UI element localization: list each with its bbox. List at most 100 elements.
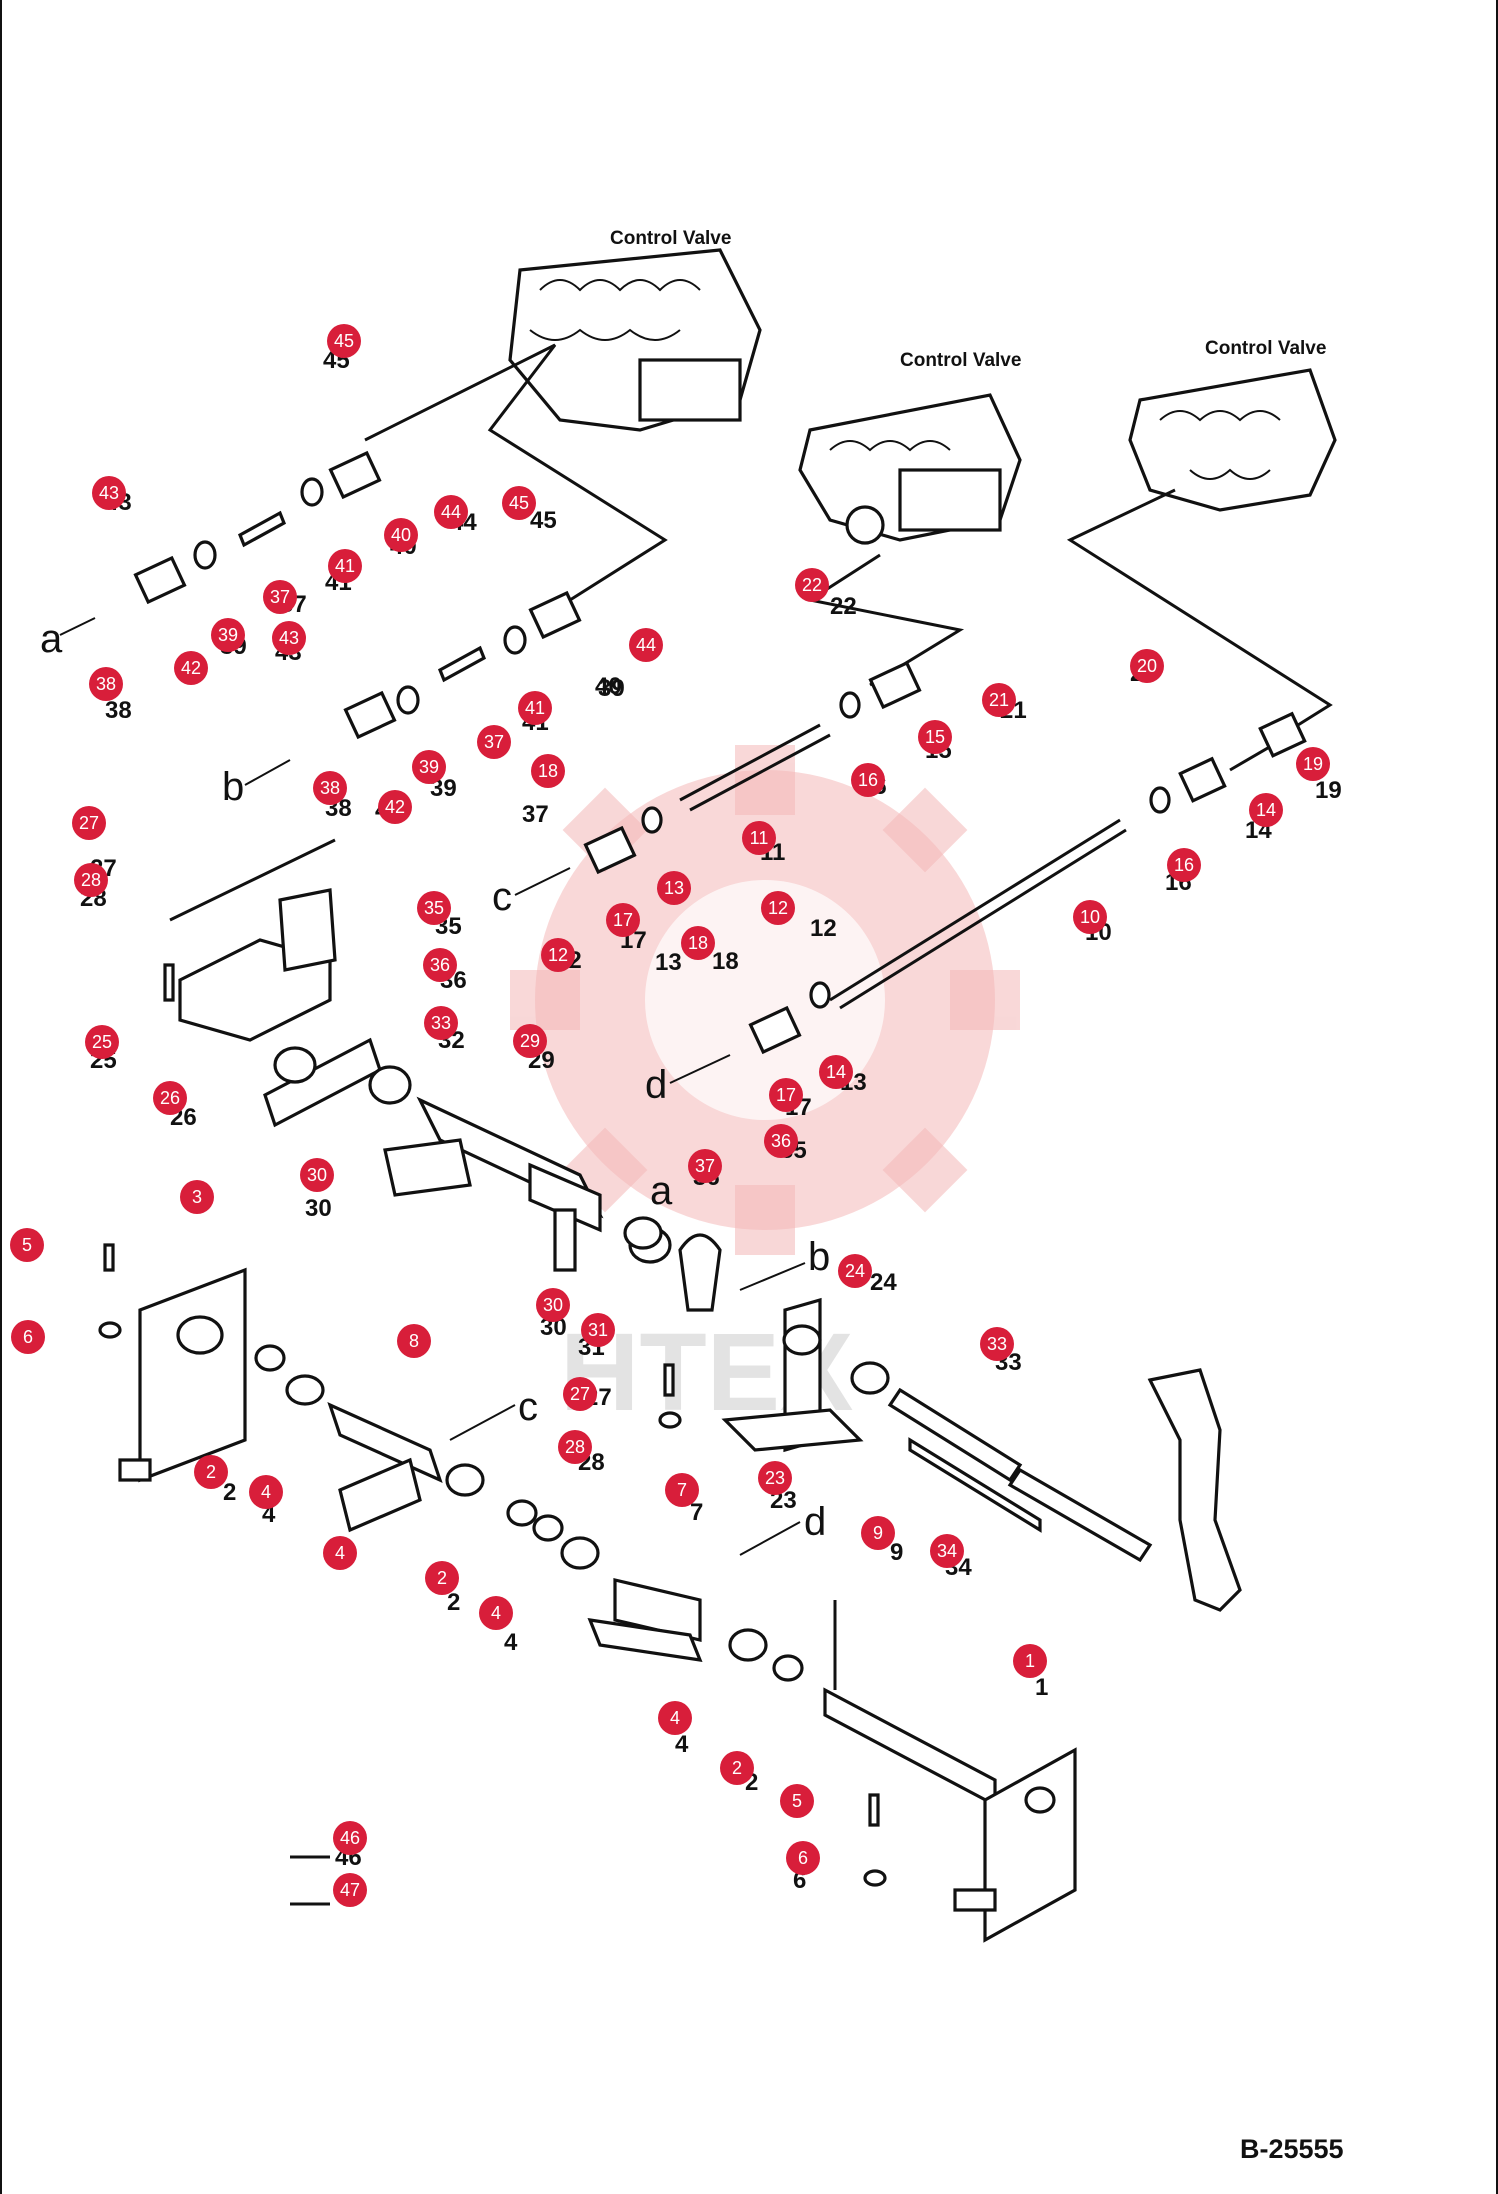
callout-4[interactable]: 4 xyxy=(658,1701,692,1735)
svg-text:16: 16 xyxy=(1174,855,1194,875)
callout-45[interactable]: 45 xyxy=(327,324,361,358)
ref-number: 2 xyxy=(223,1479,236,1506)
control-valve-label: Control Valve xyxy=(1205,338,1326,359)
callout-24[interactable]: 24 xyxy=(838,1254,872,1288)
callout-17[interactable]: 17 xyxy=(769,1078,803,1112)
callout-12[interactable]: 12 xyxy=(761,891,795,925)
callout-4[interactable]: 4 xyxy=(479,1596,513,1630)
callout-18[interactable]: 18 xyxy=(531,754,565,788)
ref-number: 38 xyxy=(105,697,132,724)
svg-text:31: 31 xyxy=(588,1320,608,1340)
callout-8[interactable]: 8 xyxy=(397,1324,431,1358)
callout-27[interactable]: 27 xyxy=(563,1377,597,1411)
svg-text:4: 4 xyxy=(670,1708,680,1728)
callout-6[interactable]: 6 xyxy=(786,1841,820,1875)
callout-16[interactable]: 16 xyxy=(851,763,885,797)
svg-text:14: 14 xyxy=(1256,800,1276,820)
callout-28[interactable]: 28 xyxy=(558,1430,592,1464)
svg-text:23: 23 xyxy=(765,1468,785,1488)
callout-31[interactable]: 31 xyxy=(581,1313,615,1347)
callout-29[interactable]: 29 xyxy=(513,1024,547,1058)
callout-27[interactable]: 27 xyxy=(72,806,106,840)
callout-11[interactable]: 11 xyxy=(742,821,776,855)
callout-47[interactable]: 47 xyxy=(333,1873,367,1907)
callout-37[interactable]: 37 xyxy=(688,1149,722,1183)
ref-number: 24 xyxy=(870,1269,897,1296)
callout-28[interactable]: 28 xyxy=(74,863,108,897)
callout-33[interactable]: 33 xyxy=(980,1327,1014,1361)
callout-42[interactable]: 42 xyxy=(174,651,208,685)
svg-text:27: 27 xyxy=(79,813,99,833)
callout-16[interactable]: 16 xyxy=(1167,848,1201,882)
callout-1[interactable]: 1 xyxy=(1013,1644,1047,1678)
callout-26[interactable]: 26 xyxy=(153,1081,187,1115)
callout-6[interactable]: 6 xyxy=(11,1320,45,1354)
callout-12[interactable]: 12 xyxy=(541,938,575,972)
svg-text:21: 21 xyxy=(989,690,1009,710)
bracket-25 xyxy=(169,838,337,1042)
callout-4[interactable]: 4 xyxy=(323,1536,357,1570)
callout-3[interactable]: 3 xyxy=(180,1180,214,1214)
callout-30[interactable]: 30 xyxy=(300,1158,334,1192)
callout-44[interactable]: 44 xyxy=(434,495,468,529)
callout-41[interactable]: 41 xyxy=(328,549,362,583)
callout-20[interactable]: 20 xyxy=(1130,649,1164,683)
callout-45[interactable]: 45 xyxy=(502,486,536,520)
callout-43[interactable]: 43 xyxy=(92,476,126,510)
callout-badges: 45 43 44 45 40 41 37 22 39 43 44 42 20 3… xyxy=(10,324,1330,1907)
callout-44[interactable]: 44 xyxy=(629,628,663,662)
callout-7[interactable]: 7 xyxy=(665,1473,699,1507)
svg-text:41: 41 xyxy=(335,556,355,576)
connector-letter-a: a xyxy=(40,617,63,661)
callout-9[interactable]: 9 xyxy=(861,1516,895,1550)
control-valve-label: Control Valve xyxy=(610,228,731,249)
lever-7 xyxy=(587,1577,703,1662)
callout-5[interactable]: 5 xyxy=(10,1228,44,1262)
callout-2[interactable]: 2 xyxy=(720,1751,754,1785)
callout-14[interactable]: 14 xyxy=(819,1055,853,1089)
callout-37[interactable]: 37 xyxy=(263,580,297,614)
svg-text:42: 42 xyxy=(181,658,201,678)
callout-22[interactable]: 22 xyxy=(795,568,829,602)
callout-23[interactable]: 23 xyxy=(758,1461,792,1495)
callout-33[interactable]: 33 xyxy=(424,1006,458,1040)
callout-38[interactable]: 38 xyxy=(313,771,347,805)
callout-21[interactable]: 21 xyxy=(982,683,1016,717)
ref-number: 45 xyxy=(530,507,557,534)
callout-5[interactable]: 5 xyxy=(780,1784,814,1818)
callout-36[interactable]: 36 xyxy=(764,1124,798,1158)
callout-40[interactable]: 40 xyxy=(384,518,418,552)
svg-text:14: 14 xyxy=(826,1062,846,1082)
callout-10[interactable]: 10 xyxy=(1073,900,1107,934)
callout-41[interactable]: 41 xyxy=(518,691,552,725)
callout-39[interactable]: 39 xyxy=(211,618,245,652)
callout-43[interactable]: 43 xyxy=(272,621,306,655)
clevis-parts xyxy=(133,450,1307,1055)
callout-30[interactable]: 30 xyxy=(536,1288,570,1322)
callout-2[interactable]: 2 xyxy=(194,1455,228,1489)
callout-46[interactable]: 46 xyxy=(333,1821,367,1855)
callout-15[interactable]: 15 xyxy=(918,720,952,754)
callout-14[interactable]: 14 xyxy=(1249,793,1283,827)
callout-17[interactable]: 17 xyxy=(606,903,640,937)
callout-25[interactable]: 25 xyxy=(85,1025,119,1059)
callout-35[interactable]: 35 xyxy=(417,891,451,925)
callout-4[interactable]: 4 xyxy=(249,1475,283,1509)
callout-39[interactable]: 39 xyxy=(412,750,446,784)
callout-13[interactable]: 13 xyxy=(657,871,691,905)
callout-2[interactable]: 2 xyxy=(425,1561,459,1595)
svg-text:4: 4 xyxy=(335,1543,345,1563)
control-valve-middle: Control Valve xyxy=(798,350,1022,545)
callout-34[interactable]: 34 xyxy=(930,1534,964,1568)
callout-42[interactable]: 42 xyxy=(378,790,412,824)
callout-37[interactable]: 37 xyxy=(477,725,511,759)
svg-text:25: 25 xyxy=(92,1032,112,1052)
callout-36[interactable]: 36 xyxy=(423,948,457,982)
rod-11 xyxy=(679,723,821,802)
svg-text:4: 4 xyxy=(261,1482,271,1502)
callout-18[interactable]: 18 xyxy=(681,926,715,960)
connector-letter-b: b xyxy=(808,1235,830,1279)
callout-38[interactable]: 38 xyxy=(89,667,123,701)
callout-19[interactable]: 19 xyxy=(1296,747,1330,781)
